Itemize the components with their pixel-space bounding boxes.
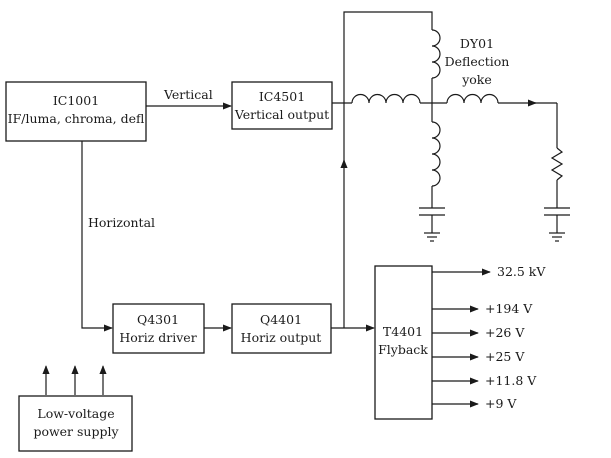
lvps-label-1: Low-voltage	[37, 406, 114, 421]
ic4501-function: Vertical output	[234, 107, 329, 122]
yoke-designator: DY01	[460, 36, 494, 51]
output-label-194v: +194 V	[485, 301, 533, 316]
output-label-11-8v: +11.8 V	[485, 373, 537, 388]
vertical-label: Vertical	[163, 87, 213, 102]
q4401-block: Q4401 Horiz output	[231, 303, 332, 354]
q4301-label: Q4301	[137, 312, 179, 327]
q4401-label: Q4401	[260, 312, 302, 327]
q4401-function: Horiz output	[241, 330, 322, 345]
horizontal-signal-arrow	[81, 141, 113, 332]
t4401-block: T4401 Flyback	[374, 265, 433, 420]
output-label-9v: +9 V	[485, 396, 517, 411]
ground-right	[549, 232, 565, 242]
t4401-function: Flyback	[378, 342, 428, 357]
q4301-function: Horiz driver	[119, 330, 196, 345]
output-label-32kv: 32.5 kV	[497, 264, 546, 279]
ground-left	[424, 232, 440, 242]
horizontal-coil-upper	[431, 29, 441, 79]
yoke-label-yoke: yoke	[461, 72, 492, 87]
ic1001-label: IC1001	[53, 93, 99, 108]
horiz-yoke-return-wire	[343, 11, 433, 162]
output-label-26v: +26 V	[485, 325, 525, 340]
t4401-label: T4401	[383, 324, 423, 339]
horizontal-coil-lower	[431, 121, 441, 187]
ic1001-function: IF/luma, chroma, defl	[8, 111, 145, 126]
output-label-25v: +25 V	[485, 349, 525, 364]
vertical-coil-left	[351, 93, 421, 104]
q4301-block: Q4301 Horiz driver	[112, 303, 205, 354]
yoke-capacitor-left	[419, 207, 445, 233]
ic4501-label: IC4501	[259, 89, 305, 104]
vertical-coil-right	[446, 93, 499, 104]
ic4501-block: IC4501 Vertical output	[231, 81, 333, 130]
lvps-block: Low-voltage power supply	[18, 395, 133, 452]
yoke-label-deflection: Deflection	[445, 54, 510, 69]
yoke-capacitor-right	[544, 207, 570, 233]
ic1001-block: IC1001 IF/luma, chroma, defl	[5, 81, 147, 142]
damping-resistor	[550, 147, 564, 181]
lvps-label-2: power supply	[33, 424, 119, 439]
horizontal-label: Horizontal	[88, 215, 155, 230]
